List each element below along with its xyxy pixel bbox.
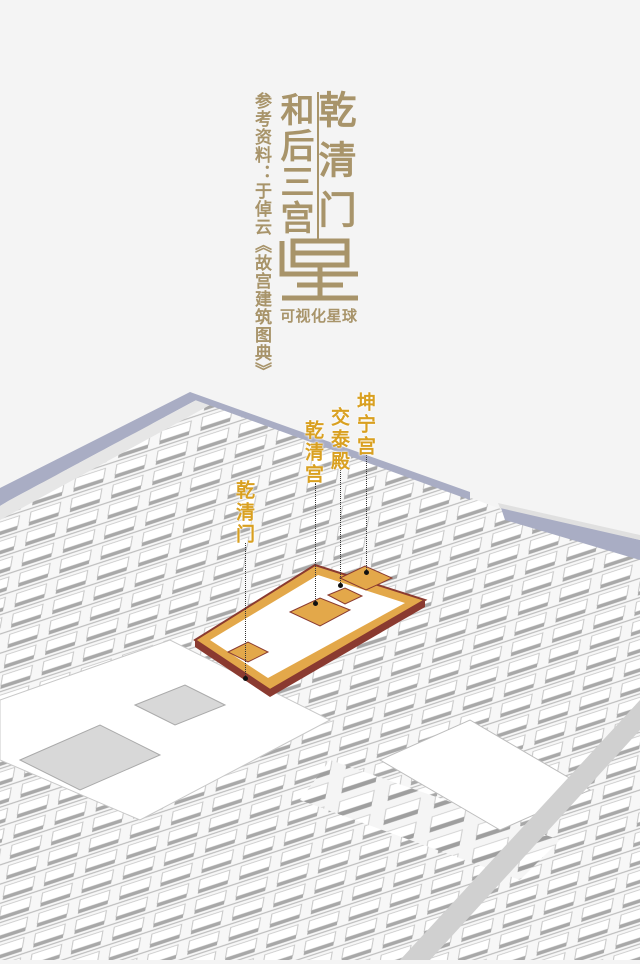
title-divider	[317, 92, 319, 240]
label-kunninggong: 坤宁宫	[354, 392, 376, 458]
forbidden-city-map: 乾清门 乾清宫 交泰殿 坤宁宫	[0, 380, 640, 960]
xing-logo-icon	[279, 238, 358, 301]
leader-kunninggong	[366, 455, 367, 572]
leader-qianqingmen	[245, 543, 246, 678]
highlighted-complex	[193, 563, 428, 697]
title-line-1: 乾清门	[312, 90, 357, 240]
logo-subtitle: 可视化星球	[280, 307, 358, 325]
marker-qianqinggong	[313, 601, 318, 606]
label-qianqinggong: 乾清宫	[302, 420, 324, 486]
title-block: 乾清门 和后三宫 参考资料：于倬云《故宫建筑图典》 可视化星球	[0, 0, 640, 380]
title-line-2: 和后三宫	[274, 92, 314, 236]
label-qianqingmen: 乾清门	[233, 480, 255, 546]
leader-jiaotaidian	[340, 470, 341, 585]
leader-qianqinggong	[315, 483, 316, 603]
marker-jiaotaidian	[338, 583, 343, 588]
label-jiaotaidian: 交泰殿	[328, 407, 350, 473]
isometric-map-illustration	[0, 392, 640, 960]
marker-qianqingmen	[243, 676, 248, 681]
reference-text: 参考资料：于倬云《故宫建筑图典》	[251, 92, 271, 380]
marker-kunninggong	[364, 570, 369, 575]
